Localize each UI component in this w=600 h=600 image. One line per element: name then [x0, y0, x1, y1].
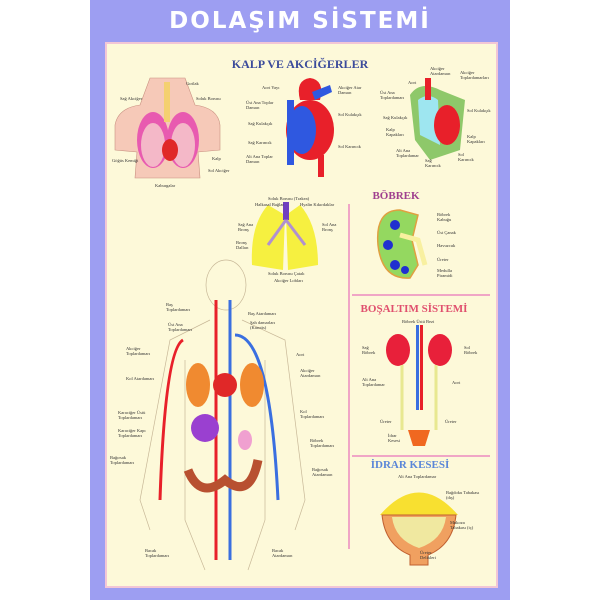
label-left-ventricle: Sol Karıncık: [338, 144, 361, 149]
label-intestinal-vein: Bağırsak Toplardamarı: [110, 455, 135, 465]
label-hs-valves-right: Kalp Kapakları: [467, 134, 485, 144]
label-exc-ivc: Alt Ana Toplardamar: [362, 377, 385, 387]
label-hs-svc: Üst Ana Toplardamarı: [380, 90, 405, 100]
label-lungs-cartilage: Hyalin Kıkırdaklar: [300, 202, 335, 207]
label-right-ventricle: Sağ Karıncık: [248, 140, 272, 145]
heart-illustration: [286, 78, 334, 177]
label-aortic-arch: Aort Yayı: [262, 85, 280, 90]
label-leg-vein: Bacak Toplardamarı: [145, 548, 170, 558]
label-ribs: Kaburgalar: [155, 183, 176, 188]
label-heart: Kalp: [212, 156, 221, 161]
label-outer-layer: Bağdoku Tabakası (dış): [446, 490, 480, 500]
heading-heart-lungs: KALP VE AKCİĞERLER: [231, 57, 369, 71]
label-superior-vena-cava: Üst Ana Toplar Damarı: [246, 100, 274, 110]
label-portal-vein: Karaciğer Kapı Toplardamarı: [118, 428, 146, 438]
label-right-lung: Sağ Akciğer: [120, 96, 143, 101]
divider-1: [352, 294, 490, 296]
label-carina: Soluk Borusu Çatalı: [268, 271, 305, 276]
label-hs-right-atrium: Sağ Kulakçık: [383, 115, 408, 120]
label-hs-right-ventricle: Sağ Karıncık: [425, 158, 441, 168]
label-hs-left-ventricle: Sol Karıncık: [458, 152, 474, 162]
label-left-bronchus: Sol Ana Bronş: [322, 222, 337, 232]
label-bronchioles: Bronş Dalları: [236, 240, 249, 250]
chest-illustration: [114, 77, 221, 179]
label-intestinal-artery: Bağırsak Atardamarı: [312, 467, 333, 477]
label-right-bronchus: Sağ Ana Bronş: [238, 222, 254, 232]
label-sternum: Göğüs Kemiği: [112, 158, 139, 163]
label-body-svc: Üst Ana Toplardamarı: [168, 322, 193, 332]
label-right-atrium: Sağ Kulakçık: [248, 121, 273, 126]
label-arm-vein: Kol Toplardamarı: [300, 409, 325, 419]
label-leg-artery: Bacak Atardamarı: [272, 548, 293, 558]
heading-excretory: BOŞALTIM SİSTEMİ: [360, 303, 468, 315]
label-hs-aorta: Aort: [408, 80, 417, 85]
label-hs-pulmonary-veins: Akciğer Toplardamarları: [460, 70, 489, 80]
poster-title: DOLAŞIM SİSTEMİ: [169, 8, 431, 34]
label-pelvis: Havuzcuk: [437, 243, 456, 248]
label-hs-left-atrium: Sol Kulakçık: [467, 108, 491, 113]
body-illustration: [139, 259, 306, 571]
label-exc-bladder: İdrar Kesesi: [388, 433, 400, 443]
label-larynx: Gırtlak: [186, 81, 199, 86]
label-calyx: Üst Çanak: [437, 230, 456, 235]
label-right-kidney: Sağ Böbrek: [362, 345, 376, 355]
label-lungs-trachea: Soluk Borusu (Trakea): [268, 196, 310, 201]
label-lungs-rings: Halkasal Bağlar: [255, 202, 284, 207]
label-head-vein: Baş Toplardamarı: [166, 302, 191, 312]
heart-section-illustration: [410, 78, 465, 160]
label-adrenal: Böbrek Üstü Bezi: [402, 319, 435, 324]
excretory-illustration: [386, 325, 452, 446]
label-pulmonary-artery: Akciğer Atar Damarı: [338, 85, 362, 95]
label-ureter-openings: Üreter Delikleri: [420, 550, 436, 560]
label-hs-ivc: Alt Ana Toplardamar: [396, 148, 419, 158]
label-kidney-ureter: Üreter: [437, 257, 449, 262]
label-carotid: Şah damarları (Karotis): [250, 320, 276, 330]
label-inferior-vena-cava: Alt Ana Toplar Damarı: [246, 154, 273, 164]
label-cortex: Böbrek Kabuğu: [437, 212, 452, 222]
lungs-illustration: [251, 202, 318, 270]
label-hs-pulmonary-artery: Akciğer Atardamarı: [430, 66, 451, 76]
label-head-artery: Baş Atardamarı: [248, 311, 277, 316]
label-exc-aorta: Aort: [452, 380, 461, 385]
divider-vertical: [348, 204, 350, 549]
heading-kidney: BÖBREK: [372, 190, 420, 202]
label-left-lung: Sol Akciğer: [208, 168, 230, 173]
label-left-kidney: Sol Böbrek: [464, 345, 478, 355]
label-body-aorta: Aort: [296, 352, 305, 357]
kidney-illustration: [376, 209, 428, 279]
label-pyramid: Medulla Piramidi: [437, 268, 453, 278]
label-body-pulmonary-artery: Akciğer Atardamarı: [300, 368, 321, 378]
label-body-pulmonary-vein: Akciğer Toplardamarı: [126, 346, 151, 356]
divider-2: [352, 455, 490, 457]
bladder-illustration: [380, 492, 458, 566]
label-arm-artery: Kol Atardamarı: [126, 376, 155, 381]
label-lobes: Akciğer Lobları: [274, 278, 303, 283]
label-left-atrium: Sol Kulakçık: [338, 112, 362, 117]
heading-bladder: İDRAR KESESİ: [370, 459, 450, 471]
label-trachea: Soluk Borusu: [196, 96, 221, 101]
label-mucosa: Mukoza Tabakası (iç): [450, 520, 474, 530]
label-hs-valves-left: Kalp Kapakları: [386, 127, 404, 137]
label-ureter-left: Üreter: [380, 419, 392, 424]
label-renal-vein: Böbrek Toplardamarı: [310, 438, 335, 448]
label-hepatic-vein: Karaciğer Üstü Toplardamarı: [118, 410, 146, 420]
label-ureter-right: Üreter: [445, 419, 457, 424]
label-bladder-ivc: Alt Ana Toplardamar: [398, 474, 437, 479]
